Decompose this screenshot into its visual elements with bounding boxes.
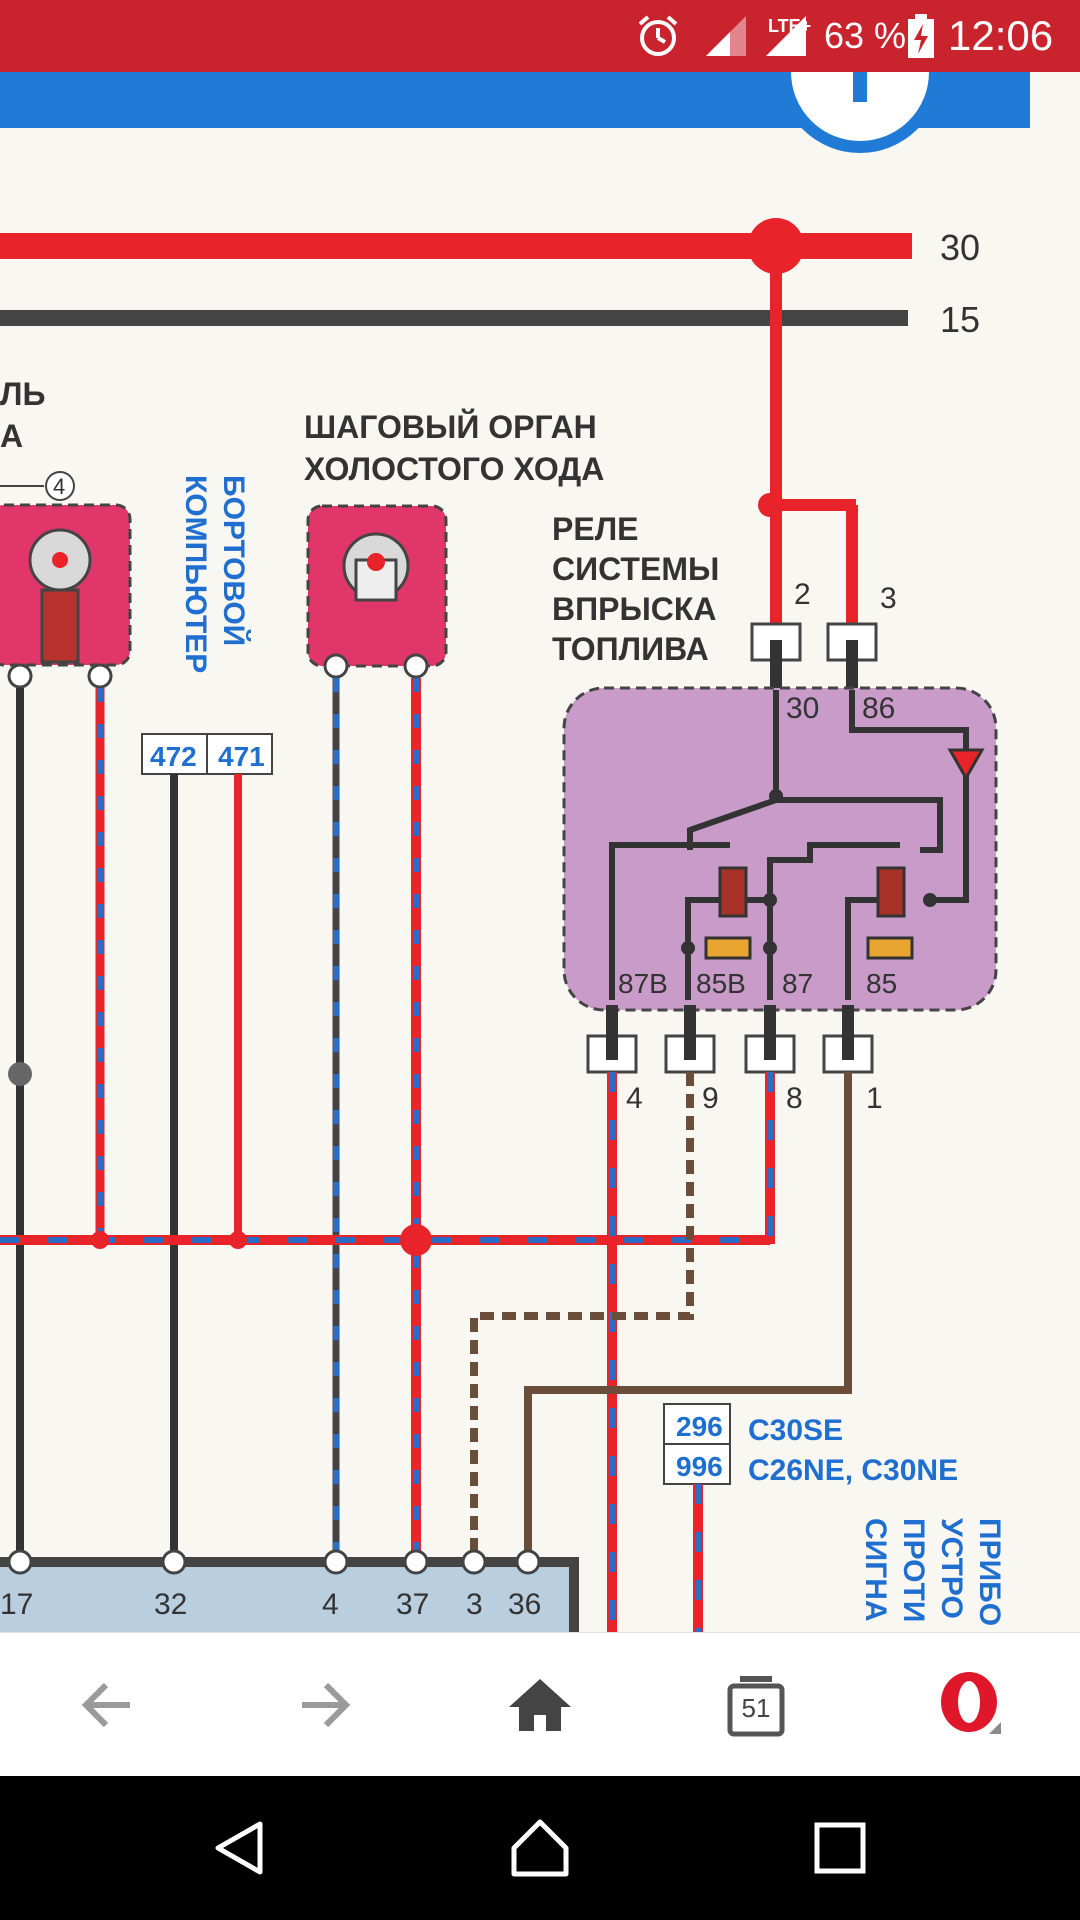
board-computer-label-1: БОРТОВОЙ (217, 475, 251, 646)
box-472: 472 (150, 741, 197, 772)
clock: 12:06 (948, 12, 1054, 59)
terminal-85b: 85B (696, 968, 746, 999)
right-label-3: ПРОТИ (897, 1518, 930, 1622)
left-label-1: ЛЬ (0, 376, 45, 412)
back-triangle-icon (215, 1821, 263, 1875)
stepper-label-2: ХОЛОСТОГО ХОДА (304, 451, 604, 487)
pin-bottom-4: 4 (626, 1082, 643, 1115)
page-content[interactable]: 30 15 ЛЬ А 4 БОРТОВОЙ КОМПЬЮТЕР 472 471 … (0, 72, 1080, 1632)
tabs-count: 51 (741, 1693, 771, 1723)
forward-button[interactable] (254, 1633, 394, 1777)
terminal-87: 87 (782, 968, 813, 999)
home-circle-icon (511, 1819, 569, 1877)
box-296: 296 (676, 1411, 723, 1442)
right-label-4: СИГНА (859, 1518, 892, 1622)
nav-home-button[interactable] (460, 1776, 620, 1920)
connector-17: 17 (0, 1588, 33, 1621)
bus-30-label: 30 (940, 227, 980, 268)
pin-top-3: 3 (880, 582, 897, 615)
home-icon (509, 1679, 571, 1731)
pin-top-2: 2 (794, 578, 811, 611)
terminal-30: 30 (786, 692, 819, 725)
relay-label-2: СИСТЕМЫ (552, 551, 719, 587)
battery-charging-icon (906, 0, 936, 72)
box-996: 996 (676, 1451, 723, 1482)
battery-percent: 63 % (824, 15, 907, 56)
left-label-2: А (0, 418, 23, 454)
pin-bottom-9: 9 (702, 1082, 719, 1115)
relay-label-3: ВПРЫСКА (552, 591, 717, 627)
marker-4: 4 (53, 474, 65, 499)
nav-back-button[interactable] (160, 1776, 320, 1920)
home-button[interactable] (470, 1633, 610, 1777)
opera-logo-icon (941, 1672, 1001, 1734)
tabs-icon (727, 1676, 785, 1737)
terminal-87b: 87B (618, 968, 668, 999)
connector-4: 4 (322, 1588, 339, 1621)
model-label-2: C26NE, C30NE (748, 1454, 958, 1487)
terminal-85: 85 (866, 968, 897, 999)
bus-15-label: 15 (940, 299, 980, 340)
signal-lte-icon (764, 0, 808, 72)
back-button[interactable] (38, 1633, 178, 1777)
right-label-2: УСТРО (935, 1518, 968, 1619)
relay-label-4: ТОПЛИВА (552, 631, 709, 667)
tabs-button[interactable]: 51 (686, 1633, 826, 1777)
opera-menu-button[interactable] (902, 1633, 1042, 1777)
connector-37: 37 (396, 1588, 429, 1621)
signal-icon (704, 0, 748, 72)
relay-label-1: РЕЛЕ (552, 511, 638, 547)
model-label-1: C30SE (748, 1414, 843, 1447)
pin-bottom-1: 1 (866, 1082, 883, 1115)
stepper-label-1: ШАГОВЫЙ ОРГАН (304, 409, 597, 445)
board-computer-label-2: КОМПЬЮТЕР (179, 475, 212, 673)
connector-36: 36 (508, 1588, 541, 1621)
pin-bottom-8: 8 (786, 1082, 803, 1115)
back-arrow-icon (81, 1682, 130, 1728)
right-label-1: ПРИБО (973, 1518, 1006, 1626)
alarm-icon (634, 0, 682, 72)
status-bar: LTE+ 63 % 12:06 (0, 0, 1080, 72)
system-navigation-bar (0, 1776, 1080, 1920)
terminal-86: 86 (862, 692, 895, 725)
forward-arrow-icon (302, 1682, 351, 1728)
connector-32: 32 (154, 1588, 187, 1621)
box-471: 471 (218, 741, 265, 772)
recents-square-icon (814, 1822, 866, 1874)
connector-3: 3 (466, 1588, 483, 1621)
browser-toolbar: 51 (0, 1632, 1080, 1777)
wiring-diagram: 30 15 ЛЬ А 4 БОРТОВОЙ КОМПЬЮТЕР 472 471 … (0, 72, 1030, 1632)
nav-recents-button[interactable] (760, 1776, 920, 1920)
